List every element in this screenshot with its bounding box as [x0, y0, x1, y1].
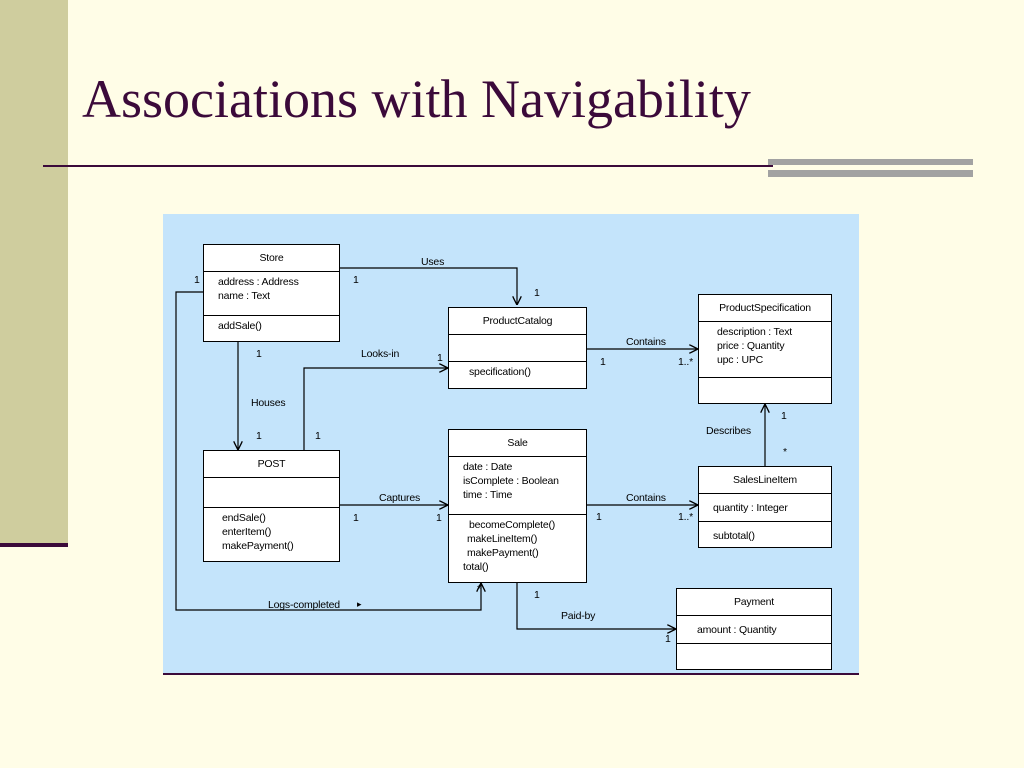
attributes-compartment: address : Address name : Text	[204, 272, 339, 316]
class-sales-line-item: SalesLineItem quantity : Integer subtota…	[698, 466, 832, 548]
multiplicity: *	[477, 583, 481, 595]
class-name: POST	[204, 451, 339, 478]
multiplicity: 1	[315, 430, 321, 442]
left-accent-underline	[0, 543, 68, 547]
multiplicity: 1	[256, 348, 262, 360]
left-accent-bar	[0, 0, 68, 546]
operation: makePayment()	[222, 540, 294, 552]
operation: enterItem()	[222, 526, 272, 538]
attribute: description : Text	[717, 326, 792, 338]
attributes-compartment: date : Date isComplete : Boolean time : …	[449, 457, 586, 515]
class-name: ProductSpecification	[699, 295, 831, 322]
association-label-uses: Uses	[421, 256, 445, 268]
operation: makeLineItem()	[467, 533, 538, 545]
diagram-bottom-rule	[163, 673, 859, 675]
multiplicity: *	[783, 446, 787, 458]
operations-compartment	[677, 644, 831, 650]
looks-in-line	[303, 368, 448, 450]
title-rule	[43, 165, 773, 167]
association-label-captures: Captures	[379, 492, 421, 504]
operation: subtotal()	[713, 530, 755, 542]
operation: total()	[463, 561, 489, 573]
multiplicity: 1	[353, 274, 359, 286]
operations-compartment	[699, 378, 831, 384]
uses-line	[339, 267, 517, 305]
multiplicity: 1..*	[678, 356, 693, 368]
operation: becomeComplete()	[469, 519, 556, 531]
attributes-compartment: quantity : Integer	[699, 494, 831, 522]
class-post: POST endSale() enterItem() makePayment()	[203, 450, 340, 562]
logs-completed-line	[175, 291, 481, 611]
class-product-catalog: ProductCatalog specification()	[448, 307, 587, 389]
attribute: address : Address	[218, 276, 299, 288]
association-label-logs-completed: Logs-completed	[268, 599, 340, 611]
class-store: Store address : Address name : Text addS…	[203, 244, 340, 342]
attribute: amount : Quantity	[697, 624, 777, 636]
association-label-contains: Contains	[626, 336, 666, 348]
navigation-direction-icon: ▸	[357, 599, 362, 609]
attribute: upc : UPC	[717, 354, 764, 366]
association-lines	[175, 267, 859, 674]
multiplicity: 1..*	[678, 511, 693, 523]
class-name: SalesLineItem	[699, 467, 831, 494]
class-sale: Sale date : Date isComplete : Boolean ti…	[448, 429, 587, 583]
operation: endSale()	[222, 512, 266, 524]
association-label-looks-in: Looks-in	[361, 348, 400, 360]
attribute: time : Time	[463, 489, 513, 501]
multiplicity: 1	[600, 356, 606, 368]
multiplicity: 1	[256, 430, 262, 442]
multiplicity: 1	[436, 512, 442, 524]
multiplicity: 1	[194, 274, 200, 286]
multiplicity: 1	[596, 511, 602, 523]
multiplicity: 1	[534, 287, 540, 299]
operations-compartment: endSale() enterItem() makePayment()	[204, 508, 339, 556]
class-product-specification: ProductSpecification description : Text …	[698, 294, 832, 404]
class-name: Sale	[449, 430, 586, 457]
operations-compartment: becomeComplete() makeLineItem() makePaym…	[449, 515, 586, 577]
operation: addSale()	[218, 320, 262, 332]
operations-compartment: subtotal()	[699, 522, 831, 546]
attribute: name : Text	[218, 290, 270, 302]
attribute: price : Quantity	[717, 340, 785, 352]
class-name: Payment	[677, 589, 831, 616]
multiplicity: 1	[534, 589, 540, 601]
title-rule-accent	[768, 159, 973, 177]
attributes-compartment	[204, 478, 339, 508]
association-label-paid-by: Paid-by	[561, 610, 596, 622]
attribute: isComplete : Boolean	[463, 475, 559, 487]
operations-compartment: addSale()	[204, 316, 339, 336]
paid-by-line	[516, 583, 676, 629]
multiplicity: 1	[353, 512, 359, 524]
multiplicity: 1	[437, 352, 443, 364]
operations-compartment: specification()	[449, 362, 586, 382]
operation: specification()	[469, 366, 531, 378]
operation: makePayment()	[467, 547, 539, 559]
attributes-compartment: amount : Quantity	[677, 616, 831, 644]
class-name: Store	[204, 245, 339, 272]
multiplicity: 1	[665, 633, 671, 645]
attribute: date : Date	[463, 461, 513, 473]
attribute: quantity : Integer	[713, 502, 788, 514]
uml-class-diagram: Store address : Address name : Text addS…	[163, 214, 859, 674]
multiplicity: 1	[781, 410, 787, 422]
class-payment: Payment amount : Quantity	[676, 588, 832, 670]
attributes-compartment	[449, 335, 586, 362]
association-label-describes: Describes	[706, 425, 751, 437]
class-name: ProductCatalog	[449, 308, 586, 335]
association-label-houses: Houses	[251, 397, 286, 409]
attributes-compartment: description : Text price : Quantity upc …	[699, 322, 831, 378]
slide-title: Associations with Navigability	[82, 69, 751, 129]
association-label-contains-line-items: Contains	[626, 492, 666, 504]
